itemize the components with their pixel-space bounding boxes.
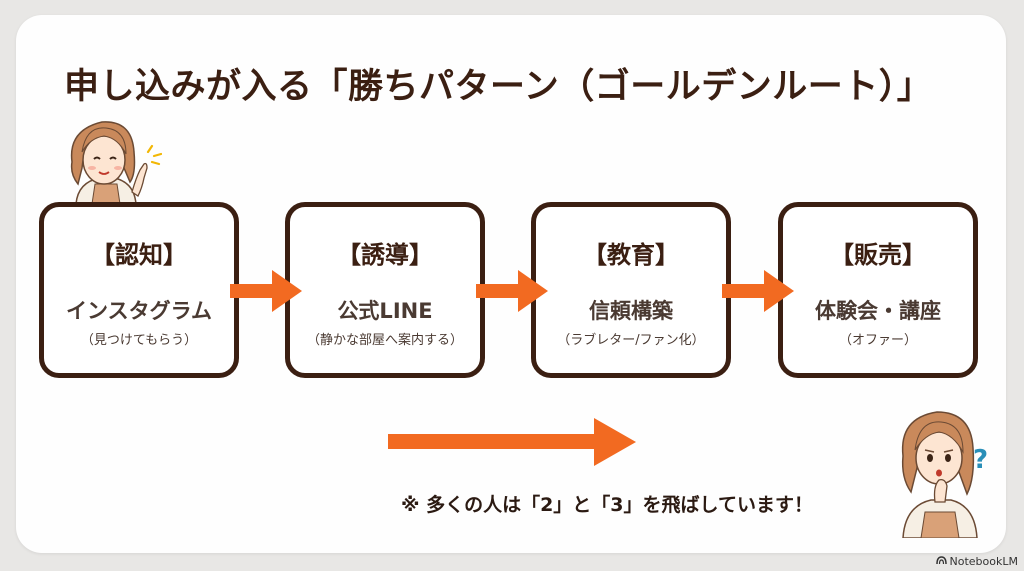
step-main-text: 体験会・講座 bbox=[815, 299, 941, 323]
step-label: 【販売】 bbox=[830, 241, 926, 269]
step-main-text: 公式LINE bbox=[337, 299, 433, 323]
thinking-woman-icon: ? bbox=[895, 406, 999, 542]
step-label: 【教育】 bbox=[583, 241, 679, 269]
step-box-awareness: 【認知】 インスタグラム （見つけてもらう） bbox=[39, 202, 239, 378]
step-main-text: 信頼構築 bbox=[589, 299, 673, 323]
notebooklm-logo: NotebookLM bbox=[935, 555, 1018, 568]
arrow-right-icon bbox=[230, 268, 302, 318]
svg-text:?: ? bbox=[973, 445, 988, 475]
step-label: 【誘導】 bbox=[337, 241, 433, 269]
step-sub-text: （オファー） bbox=[838, 333, 917, 348]
arrow-right-icon bbox=[722, 268, 794, 318]
notebooklm-logo-icon bbox=[935, 555, 947, 568]
step-box-education: 【教育】 信頼構築 （ラブレター/ファン化） bbox=[531, 202, 731, 378]
step-main-text: インスタグラム bbox=[66, 299, 212, 323]
step-box-guidance: 【誘導】 公式LINE （静かな部屋へ案内する） bbox=[285, 202, 485, 378]
step-label: 【認知】 bbox=[91, 241, 187, 269]
logo-text: NotebookLM bbox=[949, 555, 1018, 568]
step-box-sales: 【販売】 体験会・講座 （オファー） bbox=[778, 202, 978, 378]
arrow-right-icon bbox=[476, 268, 548, 318]
arrow-right-icon bbox=[388, 416, 638, 472]
bottom-note: ※ 多くの人は「2」と「3」を飛ばしています！ bbox=[401, 494, 813, 516]
step-sub-text: （静かな部屋へ案内する） bbox=[306, 333, 463, 348]
pointing-woman-icon bbox=[62, 112, 163, 208]
step-sub-text: （見つけてもらう） bbox=[80, 333, 198, 348]
step-sub-text: （ラブレター/ファン化） bbox=[557, 333, 705, 348]
slide-title: 申し込みが入る「勝ちパターン（ゴールデンルート）」 bbox=[64, 67, 933, 107]
